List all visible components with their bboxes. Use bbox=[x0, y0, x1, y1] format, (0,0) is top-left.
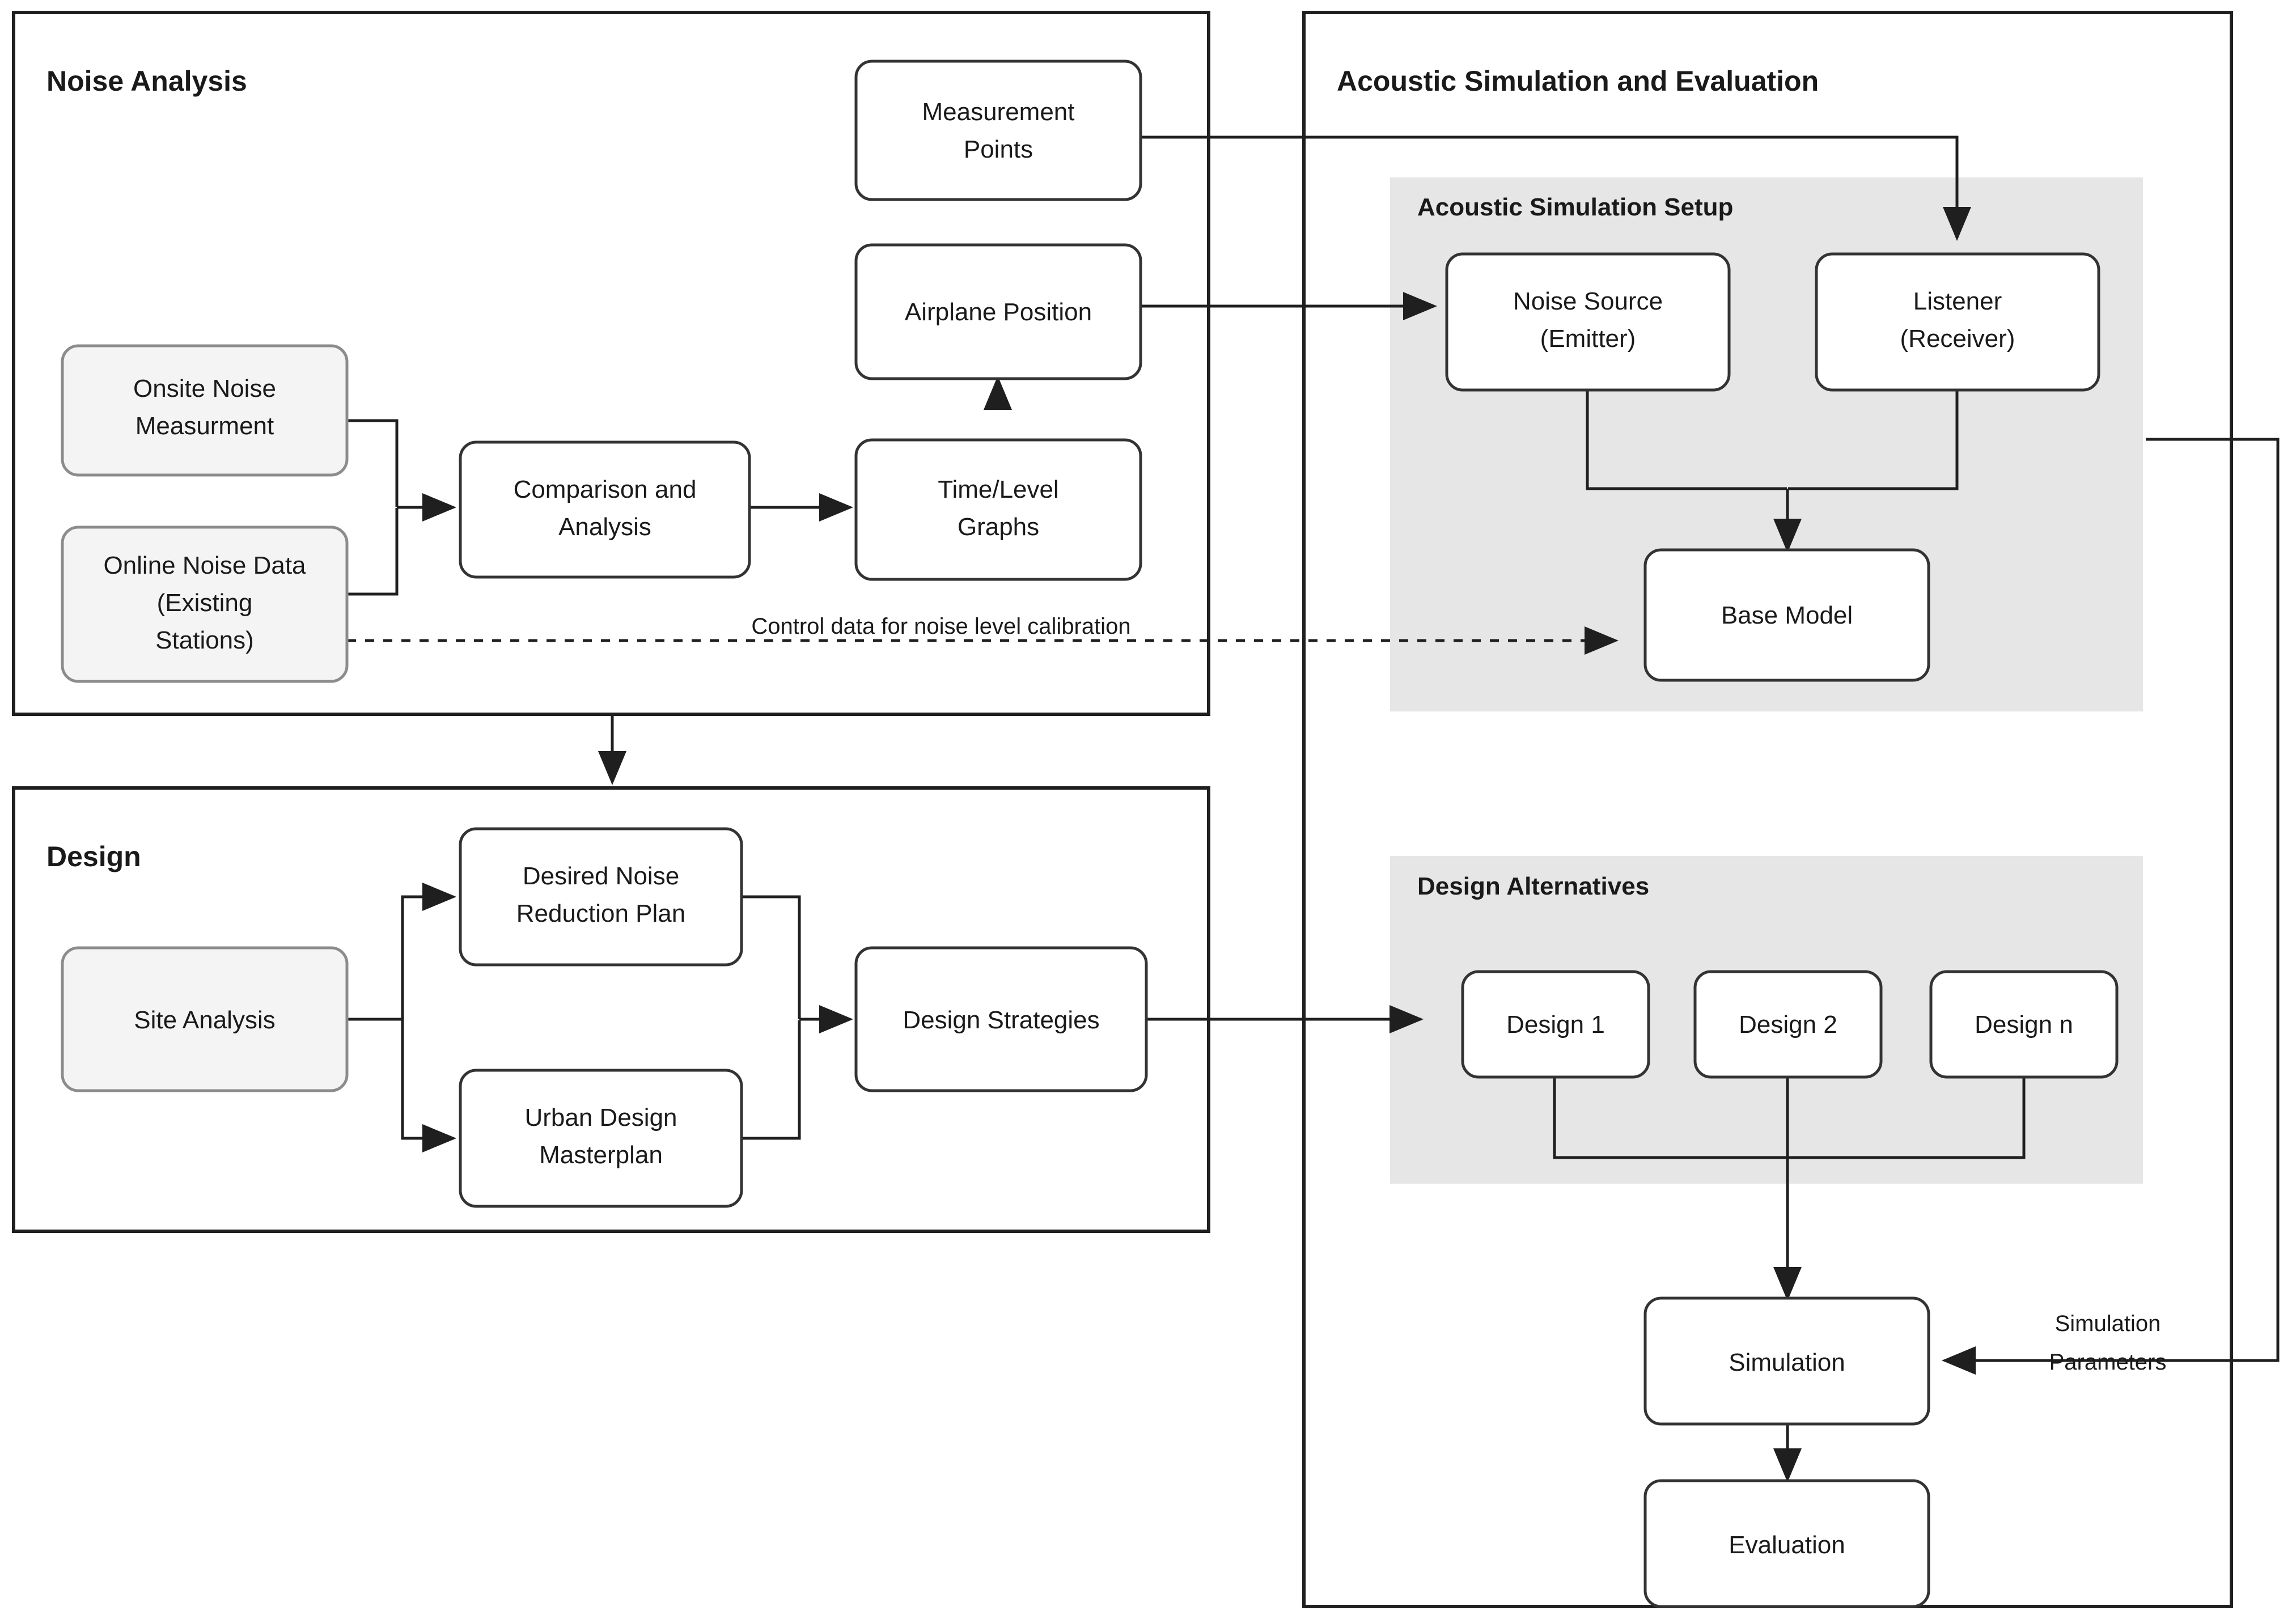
edge-design1-down bbox=[1553, 1077, 1787, 1159]
node-label-listener-line1: Listener bbox=[1913, 287, 2002, 315]
edge-desirednoise-to-merge bbox=[742, 895, 801, 1019]
node-comparison-and-analysis[interactable]: Comparison and Analysis bbox=[459, 440, 751, 579]
node-design-2[interactable]: Design 2 bbox=[1693, 970, 1883, 1079]
node-evaluation[interactable]: Evaluation bbox=[1643, 1479, 1930, 1608]
container-title-acoustic: Acoustic Simulation and Evaluation bbox=[1337, 65, 1819, 97]
edge-simulation-parameters-feedback bbox=[1942, 438, 2280, 1375]
group-title-design-alternatives: Design Alternatives bbox=[1417, 872, 1649, 900]
node-design-n[interactable]: Design n bbox=[1929, 970, 2119, 1079]
edge-designn-down bbox=[1788, 1077, 2026, 1159]
node-listener-receiver[interactable]: Listener (Receiver) bbox=[1815, 252, 2100, 392]
node-label-listener-line2: (Receiver) bbox=[1900, 325, 2015, 353]
container-title-noise-analysis: Noise Analysis bbox=[46, 65, 247, 97]
node-label-airplane-position: Airplane Position bbox=[905, 298, 1092, 326]
node-label-timelevel-line1: Time/Level bbox=[938, 476, 1059, 503]
node-label-base-model: Base Model bbox=[1721, 601, 1853, 629]
node-desired-noise-reduction-plan[interactable]: Desired Noise Reduction Plan bbox=[459, 827, 743, 967]
node-label-online-noise-line3: Stations) bbox=[155, 626, 254, 654]
node-label-urban-design-line1: Urban Design bbox=[524, 1104, 677, 1131]
node-label-design-n: Design n bbox=[1975, 1011, 2073, 1039]
edge-site-to-urbandesign bbox=[401, 1019, 456, 1152]
edge-measurement-to-listener bbox=[1141, 135, 1971, 241]
node-label-simulation: Simulation bbox=[1729, 1349, 1845, 1376]
node-base-model[interactable]: Base Model bbox=[1643, 548, 1930, 682]
group-title-acoustic-setup: Acoustic Simulation Setup bbox=[1417, 193, 1733, 221]
node-label-comparison-line2: Analysis bbox=[558, 513, 651, 541]
node-time-level-graphs[interactable]: Time/Level Graphs bbox=[854, 438, 1142, 581]
node-label-onsite-noise-line2: Measurment bbox=[135, 412, 274, 440]
node-label-timelevel-line2: Graphs bbox=[958, 513, 1039, 541]
node-design-strategies[interactable]: Design Strategies bbox=[854, 946, 1148, 1092]
edge-listener-down bbox=[1788, 390, 1959, 490]
node-urban-design-masterplan[interactable]: Urban Design Masterplan bbox=[459, 1069, 743, 1208]
node-label-measurement-points-line1: Measurement bbox=[922, 98, 1074, 126]
node-label-design-2: Design 2 bbox=[1739, 1011, 1837, 1039]
node-onsite-noise-measurement[interactable]: Onsite Noise Measurment bbox=[61, 344, 349, 477]
node-label-design-strategies: Design Strategies bbox=[903, 1006, 1099, 1034]
node-simulation[interactable]: Simulation bbox=[1643, 1296, 1930, 1426]
edge-urbandesign-to-merge bbox=[742, 1020, 801, 1140]
node-label-noise-source-line2: (Emitter) bbox=[1540, 325, 1636, 353]
edge-label-sim-params-line2: Parameters bbox=[2049, 1350, 2167, 1375]
node-label-evaluation: Evaluation bbox=[1729, 1531, 1845, 1559]
node-label-desired-noise-line2: Reduction Plan bbox=[516, 900, 685, 927]
edge-label-control-data: Control data for noise level calibration bbox=[751, 614, 1130, 639]
node-label-desired-noise-line1: Desired Noise bbox=[523, 862, 679, 890]
node-label-online-noise-line2: (Existing bbox=[157, 589, 253, 617]
edge-online-to-comparison bbox=[347, 508, 399, 596]
node-label-design-1: Design 1 bbox=[1506, 1011, 1605, 1039]
edge-noisesource-down bbox=[1586, 390, 1787, 490]
node-label-noise-source-line1: Noise Source bbox=[1513, 287, 1663, 315]
edge-onsite-to-comparison bbox=[347, 419, 399, 507]
node-noise-source-emitter[interactable]: Noise Source (Emitter) bbox=[1445, 252, 1731, 392]
node-label-online-noise-line1: Online Noise Data bbox=[103, 552, 306, 579]
node-label-comparison-line1: Comparison and bbox=[514, 476, 697, 503]
node-label-onsite-noise-line1: Onsite Noise bbox=[133, 375, 276, 402]
node-online-noise-data[interactable]: Online Noise Data (Existing Stations) bbox=[61, 525, 349, 683]
node-label-measurement-points-line2: Points bbox=[964, 135, 1033, 163]
node-label-urban-design-line2: Masterplan bbox=[539, 1141, 663, 1169]
edge-site-to-desirednoise bbox=[347, 883, 456, 1021]
node-label-site-analysis: Site Analysis bbox=[134, 1006, 275, 1034]
edge-label-sim-params-line1: Simulation bbox=[2055, 1311, 2161, 1336]
node-design-1[interactable]: Design 1 bbox=[1461, 970, 1650, 1079]
node-measurement-points[interactable]: Measurement Points bbox=[854, 60, 1142, 201]
container-title-design: Design bbox=[46, 841, 141, 872]
node-site-analysis[interactable]: Site Analysis bbox=[61, 946, 349, 1092]
node-airplane-position[interactable]: Airplane Position bbox=[854, 243, 1142, 380]
